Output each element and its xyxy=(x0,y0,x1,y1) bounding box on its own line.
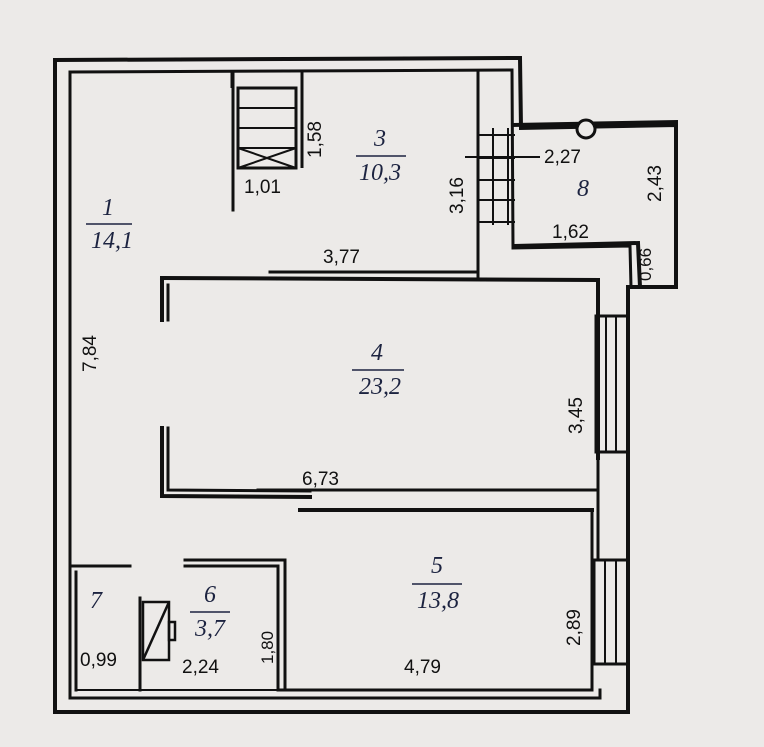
svg-text:4: 4 xyxy=(371,340,383,366)
dim-2-24: 2,24 xyxy=(182,657,219,678)
window-room-4 xyxy=(594,314,630,454)
water-heater-icon xyxy=(141,600,177,662)
balcony-door xyxy=(465,128,540,225)
svg-text:14,1: 14,1 xyxy=(91,228,133,254)
dim-3-77: 3,77 xyxy=(323,247,360,268)
dim-0-66: 0,66 xyxy=(636,248,655,281)
dim-3-16: 3,16 xyxy=(447,177,468,214)
room-3-walls xyxy=(231,70,480,278)
dim-0-99: 0,99 xyxy=(80,650,117,671)
svg-text:3: 3 xyxy=(373,126,386,152)
dim-3-45: 3,45 xyxy=(566,397,587,434)
room-5-bottom-wall xyxy=(278,662,594,692)
wardrobe-icon xyxy=(230,72,304,170)
drain-icon xyxy=(575,118,597,140)
room-label-1: 1 14,1 xyxy=(86,195,133,254)
svg-text:23,2: 23,2 xyxy=(359,374,401,400)
bathroom-walls xyxy=(68,558,287,692)
dim-1-62: 1,62 xyxy=(552,222,589,243)
dim-2-89: 2,89 xyxy=(564,609,585,646)
dim-6-73: 6,73 xyxy=(302,469,339,490)
dim-1-01: 1,01 xyxy=(244,177,281,198)
svg-text:7: 7 xyxy=(90,588,103,614)
svg-text:5: 5 xyxy=(431,553,443,579)
room-label-5: 5 13,8 xyxy=(412,553,462,614)
dim-1-58: 1,58 xyxy=(305,121,326,158)
wall-segment-right xyxy=(590,450,600,692)
svg-text:1: 1 xyxy=(102,195,114,221)
dim-1-80: 1,80 xyxy=(258,631,277,664)
room-label-7: 7 xyxy=(90,588,103,614)
dim-2-43: 2,43 xyxy=(645,165,666,202)
room-4-walls xyxy=(159,275,600,512)
dim-4-79: 4,79 xyxy=(404,657,441,678)
room-label-4: 4 23,2 xyxy=(352,340,404,400)
svg-text:10,3: 10,3 xyxy=(359,160,401,186)
room-label-8: 8 xyxy=(577,176,589,202)
window-room-5 xyxy=(592,558,630,666)
svg-text:8: 8 xyxy=(577,176,589,202)
room-label-3: 3 10,3 xyxy=(356,126,406,186)
svg-text:3,7: 3,7 xyxy=(194,616,226,642)
balcony-walls xyxy=(510,118,678,289)
dim-2-27: 2,27 xyxy=(544,147,581,168)
room-label-6: 6 3,7 xyxy=(190,582,230,642)
svg-text:6: 6 xyxy=(204,582,216,608)
svg-text:13,8: 13,8 xyxy=(417,588,459,614)
dim-7-84: 7,84 xyxy=(80,335,101,372)
